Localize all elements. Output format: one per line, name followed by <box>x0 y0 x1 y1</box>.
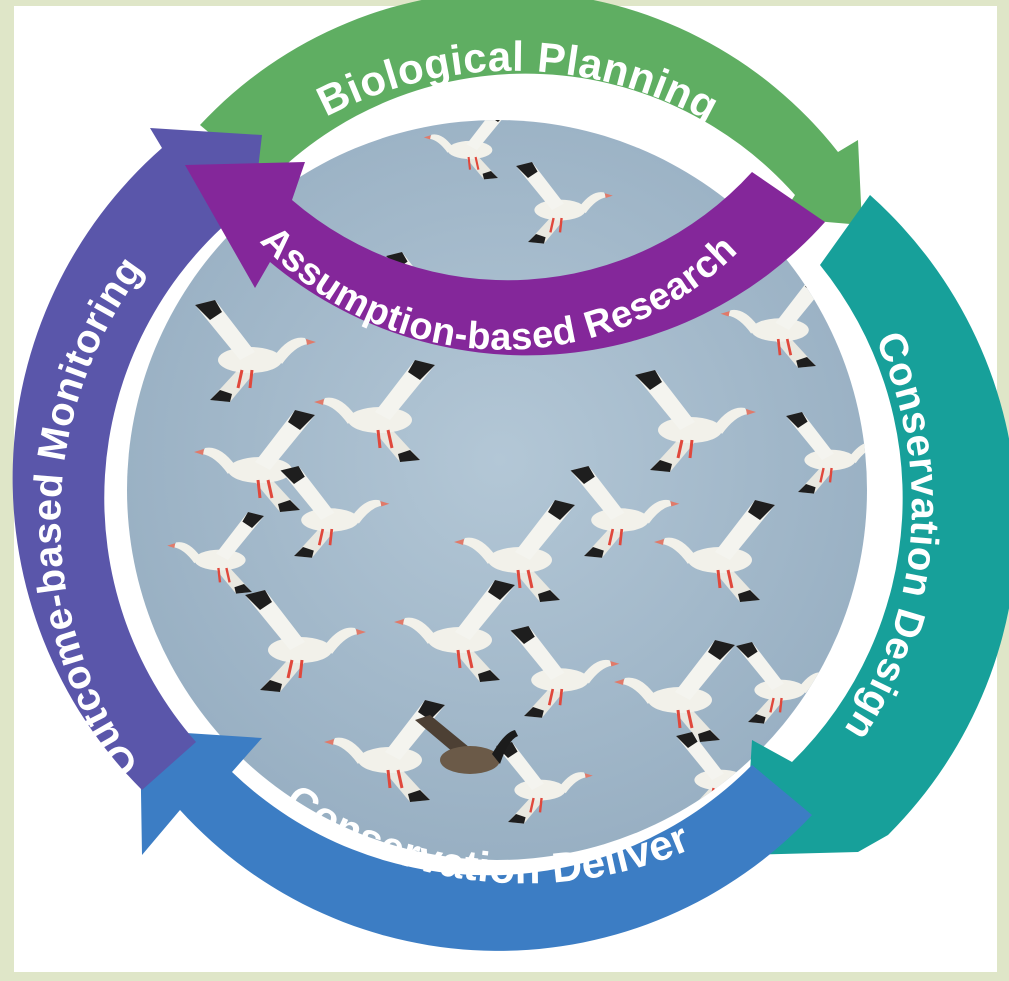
goose-silhouette <box>394 580 515 682</box>
outcome-monitoring-arrow <box>12 128 262 790</box>
goose-silhouette <box>635 370 756 472</box>
assumption-research-arrow <box>185 162 825 356</box>
goose-silhouette <box>194 410 315 512</box>
canada-goose-silhouette <box>415 715 518 774</box>
goose-silhouette <box>423 120 509 180</box>
goose-silhouette <box>654 500 775 602</box>
conservation-design-arrow <box>745 195 1009 855</box>
bird-flock <box>167 120 867 824</box>
goose-silhouette <box>786 412 867 494</box>
goose-silhouette <box>245 590 366 692</box>
goose-silhouette <box>570 466 680 558</box>
goose-silhouette <box>510 626 620 718</box>
goose-silhouette <box>454 500 575 602</box>
goose-silhouette <box>614 640 735 742</box>
goose-silhouette <box>195 300 316 402</box>
goose-silhouette <box>314 360 435 462</box>
goose-silhouette <box>516 162 613 244</box>
goose-silhouette <box>280 466 390 558</box>
conservation-delivery-arrow <box>140 730 812 951</box>
goose-silhouette <box>496 742 593 824</box>
biological-planning-arrow <box>200 0 862 225</box>
goose-silhouette <box>167 512 264 594</box>
